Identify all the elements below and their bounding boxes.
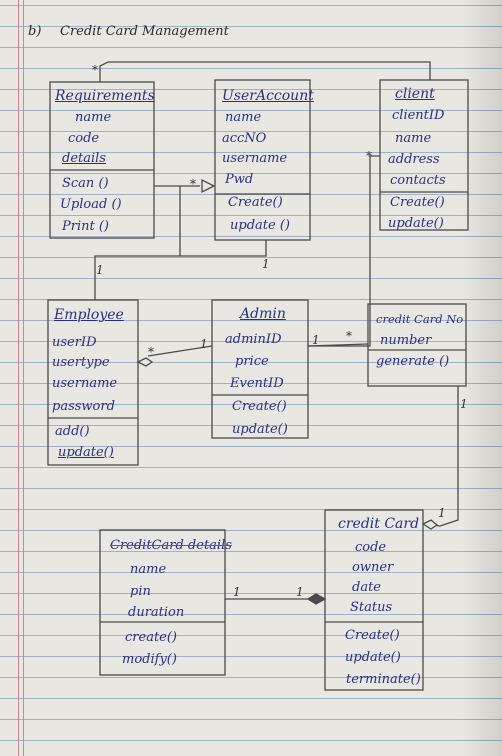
- multiplicity-one: 1: [460, 397, 468, 411]
- class-box-requirements: [49, 81, 155, 239]
- multiplicity-one: 1: [233, 585, 241, 599]
- attr-useraccount-pwd: Pwd: [225, 172, 254, 187]
- multiplicity-one: 1: [296, 585, 304, 599]
- attr-employee-username: username: [52, 376, 118, 391]
- class-box-user-account: [214, 79, 311, 241]
- attr-admin-price: price: [235, 354, 269, 369]
- multiplicity-one: 1: [438, 506, 446, 520]
- multiplicity-one: 1: [200, 337, 208, 351]
- method-admin-create: Create(): [232, 399, 287, 414]
- attr-employee-password: password: [52, 399, 115, 414]
- attr-details-name: name: [130, 562, 167, 577]
- class-box-admin: [211, 299, 309, 439]
- class-name-credit-card: credit Card: [338, 516, 420, 532]
- multiplicity-star: *: [346, 329, 352, 343]
- method-useraccount-update: update (): [230, 218, 290, 233]
- class-box-credit-card-no: [367, 303, 467, 387]
- link-employee-admin: [136, 345, 213, 367]
- link-admin-client: [307, 155, 380, 347]
- multiplicity-star: *: [190, 177, 196, 191]
- attr-admin-eventid: EventID: [230, 376, 284, 391]
- link-useraccount-employee: [94, 186, 267, 300]
- method-useraccount-create: Create(): [228, 195, 283, 210]
- multiplicity-star: *: [148, 345, 154, 359]
- class-name-admin: Admin: [240, 306, 286, 322]
- attr-creditcard-date: date: [352, 580, 381, 595]
- method-creditcard-create: Create(): [345, 628, 400, 643]
- link-cardno-creditcard: [421, 386, 459, 530]
- method-requirements-print: Print (): [62, 219, 109, 234]
- method-cardno-generate: generate (): [376, 354, 450, 369]
- method-admin-update: update(): [232, 422, 288, 437]
- class-box-client: [379, 79, 469, 231]
- attr-cardno-number: number: [380, 333, 432, 348]
- class-name-employee: Employee: [54, 307, 124, 323]
- class-name-credit-card-no: credit Card No: [376, 312, 464, 326]
- attr-admin-adminid: adminID: [225, 332, 282, 347]
- method-requirements-upload: Upload (): [60, 197, 122, 212]
- method-details-create: create(): [125, 630, 177, 645]
- method-requirements-scan: Scan (): [62, 176, 109, 191]
- method-employee-update: update(): [58, 445, 114, 460]
- attr-employee-userid: userID: [52, 335, 97, 350]
- attr-useraccount-username: username: [222, 151, 288, 166]
- method-creditcard-terminate: terminate(): [346, 672, 421, 687]
- multiplicity-one: 1: [96, 263, 104, 277]
- method-client-update: update(): [388, 216, 444, 231]
- attr-creditcard-status: Status: [350, 600, 393, 615]
- attr-useraccount-accno: accNO: [222, 131, 267, 146]
- attr-creditcard-owner: owner: [352, 560, 394, 575]
- diagram-title: Credit Card Management: [60, 24, 229, 39]
- attr-employee-usertype: usertype: [52, 355, 110, 370]
- attr-creditcard-code: code: [355, 540, 387, 555]
- attr-details-duration: duration: [128, 605, 185, 620]
- class-box-employee: [47, 299, 139, 466]
- link-requirements-client: [99, 61, 431, 82]
- class-name-credit-card-details: CreditCard details: [110, 538, 232, 553]
- title-label: b): [28, 24, 42, 39]
- attr-details-pin: pin: [130, 584, 151, 599]
- method-details-modify: modify(): [122, 652, 177, 667]
- link-requirements-useraccount: [154, 178, 216, 194]
- method-creditcard-update: update(): [345, 650, 401, 665]
- class-name-user-account: UserAccount: [222, 88, 314, 104]
- class-name-requirements: Requirements: [55, 88, 155, 104]
- class-box-credit-card: [324, 509, 424, 691]
- multiplicity-one: 1: [262, 257, 270, 271]
- multiplicity-star: *: [92, 63, 98, 77]
- method-employee-add: add(): [55, 424, 90, 439]
- class-box-credit-card-details: [99, 529, 226, 676]
- method-client-create: Create(): [390, 195, 445, 210]
- attr-requirements-details: details: [62, 151, 106, 166]
- multiplicity-star: *: [366, 149, 372, 163]
- link-details-creditcard: [225, 593, 327, 605]
- class-name-client: client: [395, 86, 435, 102]
- attr-client-name: name: [395, 131, 432, 146]
- attr-useraccount-name: name: [225, 110, 262, 125]
- attr-requirements-name: name: [75, 110, 112, 125]
- attr-client-contacts: contacts: [390, 173, 446, 188]
- attr-client-clientid: clientID: [392, 108, 445, 123]
- attr-requirements-code: code: [68, 131, 100, 146]
- multiplicity-one: 1: [312, 333, 320, 347]
- attr-client-address: address: [388, 152, 440, 167]
